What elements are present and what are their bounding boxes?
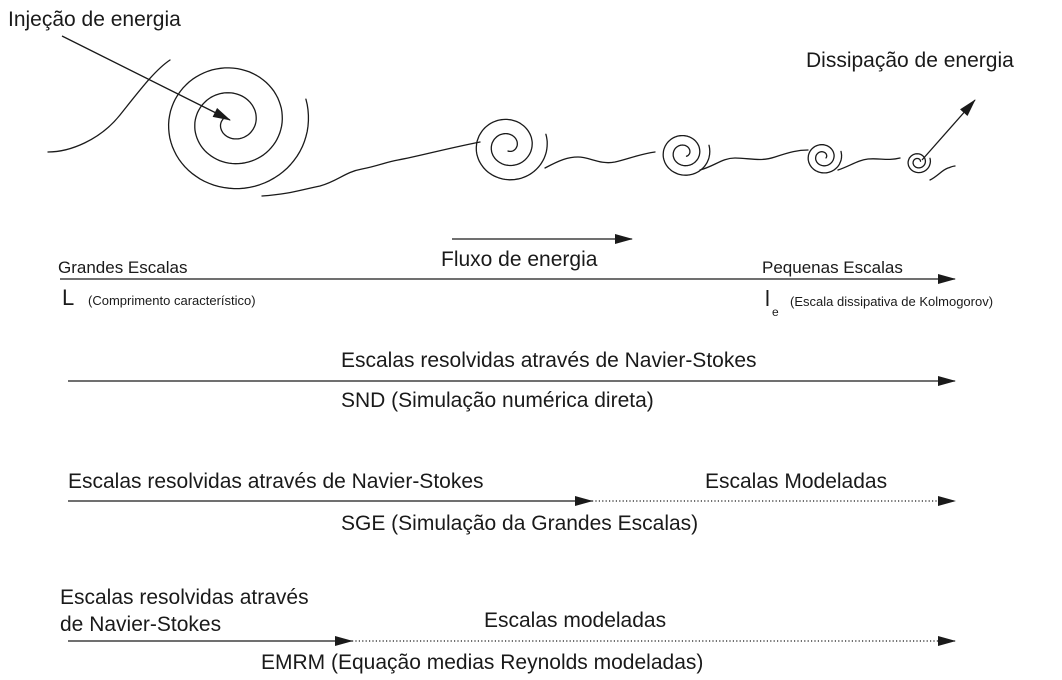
energy-cascade (47, 59, 956, 197)
injection-arrow (61, 35, 231, 121)
wave-3-4 (699, 149, 809, 171)
emrm-resolved-label-line1: Escalas resolvidas através (60, 586, 309, 609)
snd-method-name: SND (Simulação numérica direta) (341, 389, 654, 412)
dissipation-arrow (921, 99, 976, 161)
wave-4-5 (837, 157, 901, 171)
eddy-spiral-2 (475, 118, 548, 181)
eddy-spiral-4 (807, 144, 843, 174)
small-scale-subscript: e (772, 305, 779, 319)
snd-resolved-label: Escalas resolvidas através de Navier-Sto… (341, 349, 757, 372)
small-scales-label: Pequenas Escalas (762, 258, 903, 277)
large-scales-label: Grandes Escalas (58, 258, 188, 277)
sge-method-name: SGE (Simulação da Grandes Escalas) (341, 512, 699, 535)
large-scale-description: (Comprimento característico) (88, 293, 256, 308)
large-scale-symbol: L (62, 285, 75, 310)
wave-2-3 (544, 151, 656, 169)
sge-resolved-label: Escalas resolvidas através de Navier-Sto… (68, 470, 484, 493)
wave-1-2 (261, 141, 481, 197)
emrm-modeled-label: Escalas modeladas (484, 609, 667, 632)
emrm-method-name: EMRM (Equação medias Reynolds modeladas) (261, 651, 704, 674)
emrm-resolved-label-line2: de Navier-Stokes (60, 613, 222, 636)
dissipation-label: Dissipação de energia (806, 49, 1014, 72)
injection-label: Injeção de energia (8, 8, 181, 31)
eddy-spiral-1 (167, 67, 310, 190)
inflow-wave (47, 59, 171, 153)
small-scale-symbol: l (765, 286, 770, 311)
eddy-spiral-3 (662, 134, 711, 176)
sge-modeled-label: Escalas Modeladas (705, 470, 888, 493)
eddy-spiral-5 (907, 153, 932, 174)
outflow-wave (929, 165, 956, 181)
flux-label: Fluxo de energia (441, 248, 598, 271)
small-scale-description: (Escala dissipativa de Kolmogorov) (790, 294, 994, 309)
